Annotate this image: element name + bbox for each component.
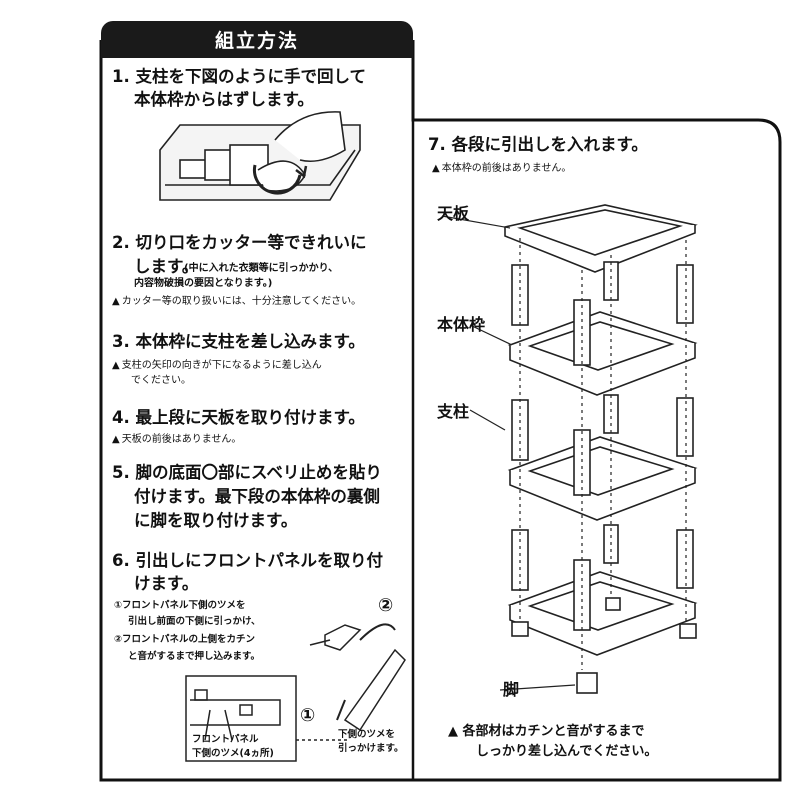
warning-triangle-icon: ▲: [432, 163, 440, 174]
label-leg: 脚: [503, 680, 520, 699]
warning-triangle-icon: ▲: [448, 724, 458, 739]
hook-note-a: 下側のツメを: [338, 729, 396, 740]
step7-illustration: [441, 204, 698, 694]
step1-line1: 1. 支柱を下図のように手で回して: [112, 67, 366, 86]
circle-two-marker: ②: [378, 595, 394, 616]
final-warning: ▲ 各部材はカチンと音がするまで: [448, 724, 645, 739]
final-warning-cont: しっかり差し込んでください。: [476, 744, 658, 759]
label-main-frame: 本体枠: [437, 315, 486, 334]
step1-line2: 本体枠からはずします。: [134, 90, 314, 109]
step3-line1: 3. 本体枠に支柱を差し込みます。: [112, 332, 365, 351]
step4-line1: 4. 最上段に天板を取り付けます。: [112, 408, 365, 427]
step7-line1: 7. 各段に引出しを入れます。: [428, 135, 648, 154]
step2-line2: します。: [134, 257, 199, 276]
callout-front-panel: フロントパネル: [192, 734, 259, 745]
step5-line2: 付けます。最下段の本体枠の裏側: [134, 487, 380, 506]
step6-illustration: [185, 623, 406, 762]
step4-warning: ▲天板の前後はありません。: [112, 434, 242, 445]
circle-one-marker: ①: [300, 705, 316, 726]
label-top-board: 天板: [437, 204, 470, 223]
step6-note1a: ①フロントパネル下側のツメを: [114, 600, 246, 611]
step2-warning: ▲カッター等の取り扱いには、十分注意してください。: [112, 296, 362, 307]
warning-triangle-icon: ▲: [112, 296, 120, 307]
step6-line2: けます。: [134, 574, 199, 593]
label-pillar: 支柱: [437, 402, 470, 421]
step2-line1: 2. 切り口をカッター等できれいに: [112, 233, 367, 252]
step6-line1: 6. 引出しにフロントパネルを取り付: [112, 551, 383, 570]
step3-warning-cont: でください。: [131, 375, 191, 386]
warning-triangle-icon: ▲: [112, 434, 120, 445]
step2-note1: (中に入れた衣類等に引っかかり、: [184, 263, 339, 274]
warning-triangle-icon: ▲: [112, 360, 120, 371]
step5-line1: 5. 脚の底面〇部にスベリ止めを貼り: [112, 463, 382, 482]
callout-lower-tabs: 下側のツメ(4ヵ所): [192, 748, 274, 759]
step3-warning: ▲支柱の矢印の向きが下になるように差し込ん: [112, 360, 322, 371]
step7-warning: ▲本体枠の前後はありません。: [432, 163, 572, 174]
hook-note-b: 引っかけます。: [338, 743, 404, 754]
step6-note2b: と音がするまで押し込みます。: [128, 651, 261, 662]
section-title: 組立方法: [101, 21, 413, 58]
step1-illustration: [159, 111, 361, 201]
step6-note1b: 引出し前面の下側に引っかけ、: [128, 616, 261, 627]
step6-note2a: ②フロントパネルの上側をカチン: [114, 634, 256, 645]
step2-note2: 内容物破損の要因となります。): [134, 278, 273, 289]
step5-line3: に脚を取り付けます。: [134, 511, 298, 530]
